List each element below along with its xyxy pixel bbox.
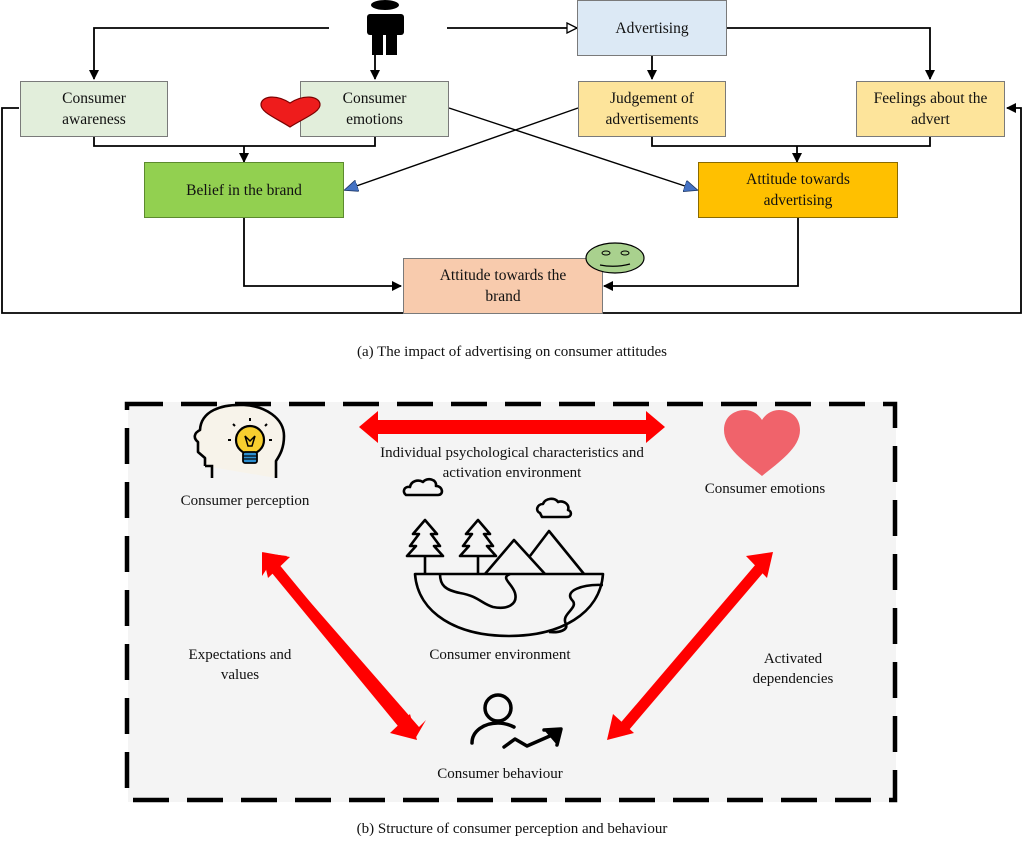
node-feelings-line2: advert (911, 111, 950, 128)
node-consumer-emotions-line1: Consumer (342, 90, 407, 107)
label-relation-right-line1: Activated (763, 651, 823, 667)
node-judgement-of-advertisements: Judgement of advertisements (578, 81, 726, 137)
node-belief-label: Belief in the brand (186, 181, 302, 199)
label-relation-left-line1: Expectations and (188, 647, 292, 663)
label-consumer-emotions: Consumer emotions (704, 481, 826, 497)
label-relation-left-line2: values (220, 667, 260, 683)
person-growth-icon (470, 693, 563, 749)
node-consumer-awareness: Consumer awareness (20, 81, 168, 137)
node-feelings-about-the-advert: Feelings about the advert (856, 81, 1005, 137)
node-attitude-towards-advertising: Attitude towards advertising (698, 162, 898, 218)
edge-awareness-emotions-merge (93, 137, 376, 147)
node-consumer-awareness-line1: Consumer (62, 90, 126, 107)
caption-panel-a: (a) The impact of advertising on consume… (356, 344, 668, 360)
arrow-emotions-behaviour (607, 552, 773, 740)
label-relation-top: Individual psychological characteristics… (330, 443, 694, 483)
label-consumer-behaviour: Consumer behaviour (437, 766, 563, 782)
label-consumer-environment: Consumer environment (429, 647, 571, 663)
label-consumer-perception: Consumer perception (180, 493, 310, 509)
edge-belief-to-attitude-brand (243, 218, 402, 291)
node-consumer-awareness-line2: awareness (62, 111, 126, 128)
edge-emotions-to-attitude-advertising (448, 107, 697, 190)
panel-b-dashed-border (124, 401, 898, 803)
node-judgement-line2: advertisements (605, 111, 699, 128)
node-judgement-line1: Judgement of (610, 90, 694, 107)
node-consumer-emotions: Consumer emotions (300, 81, 449, 137)
label-relation-right-line2: dependencies (752, 671, 834, 687)
heart-icon-panel-b (724, 410, 800, 476)
node-attitude-towards-the-brand: Attitude towards the brand (403, 258, 603, 314)
edge-attitude-advertising-to-attitude-brand (603, 218, 799, 291)
node-feelings-line1: Feelings about the (873, 90, 988, 107)
lightbulb-head-icon (193, 403, 286, 478)
label-relation-top-line1: Individual psychological characteristics… (380, 445, 644, 461)
node-consumer-emotions-line2: emotions (346, 111, 403, 128)
edge-judgement-to-belief (345, 107, 579, 190)
label-relation-right: Activated dependencies (718, 649, 868, 689)
label-relation-left: Expectations and values (160, 645, 320, 685)
edge-advertising-to-feelings (726, 27, 935, 80)
label-relation-top-line2: activation environment (442, 465, 582, 481)
arrow-perception-behaviour (262, 552, 426, 740)
node-advertising: Advertising (577, 0, 727, 56)
node-attitude-brand-line2: brand (485, 288, 521, 305)
caption-panel-b: (b) Structure of consumer perception and… (356, 821, 668, 837)
edge-judgement-feelings-merge (651, 137, 931, 147)
node-attitude-brand-line1: Attitude towards the (439, 267, 567, 284)
arrow-perception-emotions (359, 411, 665, 443)
node-belief-in-the-brand: Belief in the brand (144, 162, 344, 218)
node-attitude-advertising-line1: Attitude towards (746, 171, 850, 188)
landscape-environment-icon (402, 477, 605, 638)
node-attitude-advertising-line2: advertising (763, 192, 833, 209)
node-advertising-label: Advertising (615, 19, 689, 37)
edge-person-to-awareness (89, 27, 329, 80)
